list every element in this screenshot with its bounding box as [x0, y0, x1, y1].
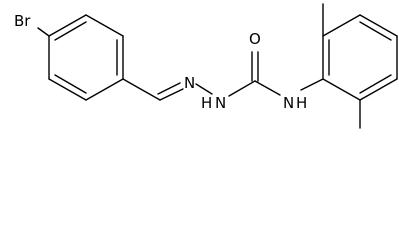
ring-bond	[85, 14, 124, 37]
hydrazide-h-label: H	[201, 94, 212, 112]
amide-nitrogen-label: N	[283, 94, 294, 112]
hydrazide-nitrogen-label: N	[215, 94, 226, 112]
ring-bond-inner	[359, 21, 392, 41]
ring-bond	[85, 78, 124, 101]
ch-n-double-bond	[159, 88, 184, 101]
c-br-bond	[37, 27, 50, 37]
ring-bond-inner	[54, 21, 87, 41]
chemical-structure: Br N H N O N H	[14, 3, 398, 129]
dimethylphenyl-ring	[322, 14, 398, 101]
imine-nitrogen-label: N	[184, 74, 195, 92]
c-nh-bond	[254, 80, 281, 96]
ring-to-ch-bond	[122, 78, 161, 101]
ring-bond-inner	[54, 74, 87, 94]
n-c-bond	[228, 80, 256, 97]
ring-bond	[322, 14, 361, 37]
carbonyl-oxygen-label: O	[249, 30, 261, 48]
ring-bond	[359, 78, 398, 101]
n-n-bond	[195, 83, 213, 95]
ring-bond	[322, 78, 361, 101]
ring-bond-inner	[359, 74, 392, 94]
ring-bond	[48, 14, 87, 37]
amide-hydrogen-label: H	[296, 94, 307, 112]
bromophenyl-ring	[48, 14, 124, 101]
ring-bond	[48, 78, 87, 101]
ch-n-double-bond-second	[157, 82, 181, 95]
nh-ring-bond	[300, 78, 324, 91]
ring-bond	[359, 14, 398, 37]
bromine-label: Br	[14, 12, 31, 30]
